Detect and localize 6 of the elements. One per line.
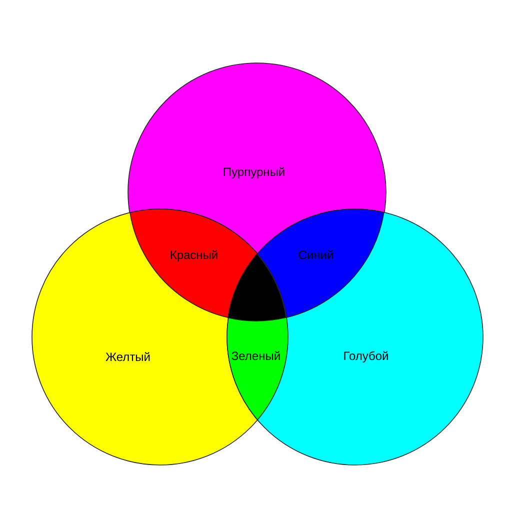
region-label: Зеленый xyxy=(231,348,281,363)
region-label: Красный xyxy=(170,248,218,262)
region-label: Желтый xyxy=(105,350,151,364)
region-label: Голубой xyxy=(343,349,389,363)
region-label: Пурпурный xyxy=(222,165,286,179)
region-label: Синий xyxy=(298,248,334,262)
